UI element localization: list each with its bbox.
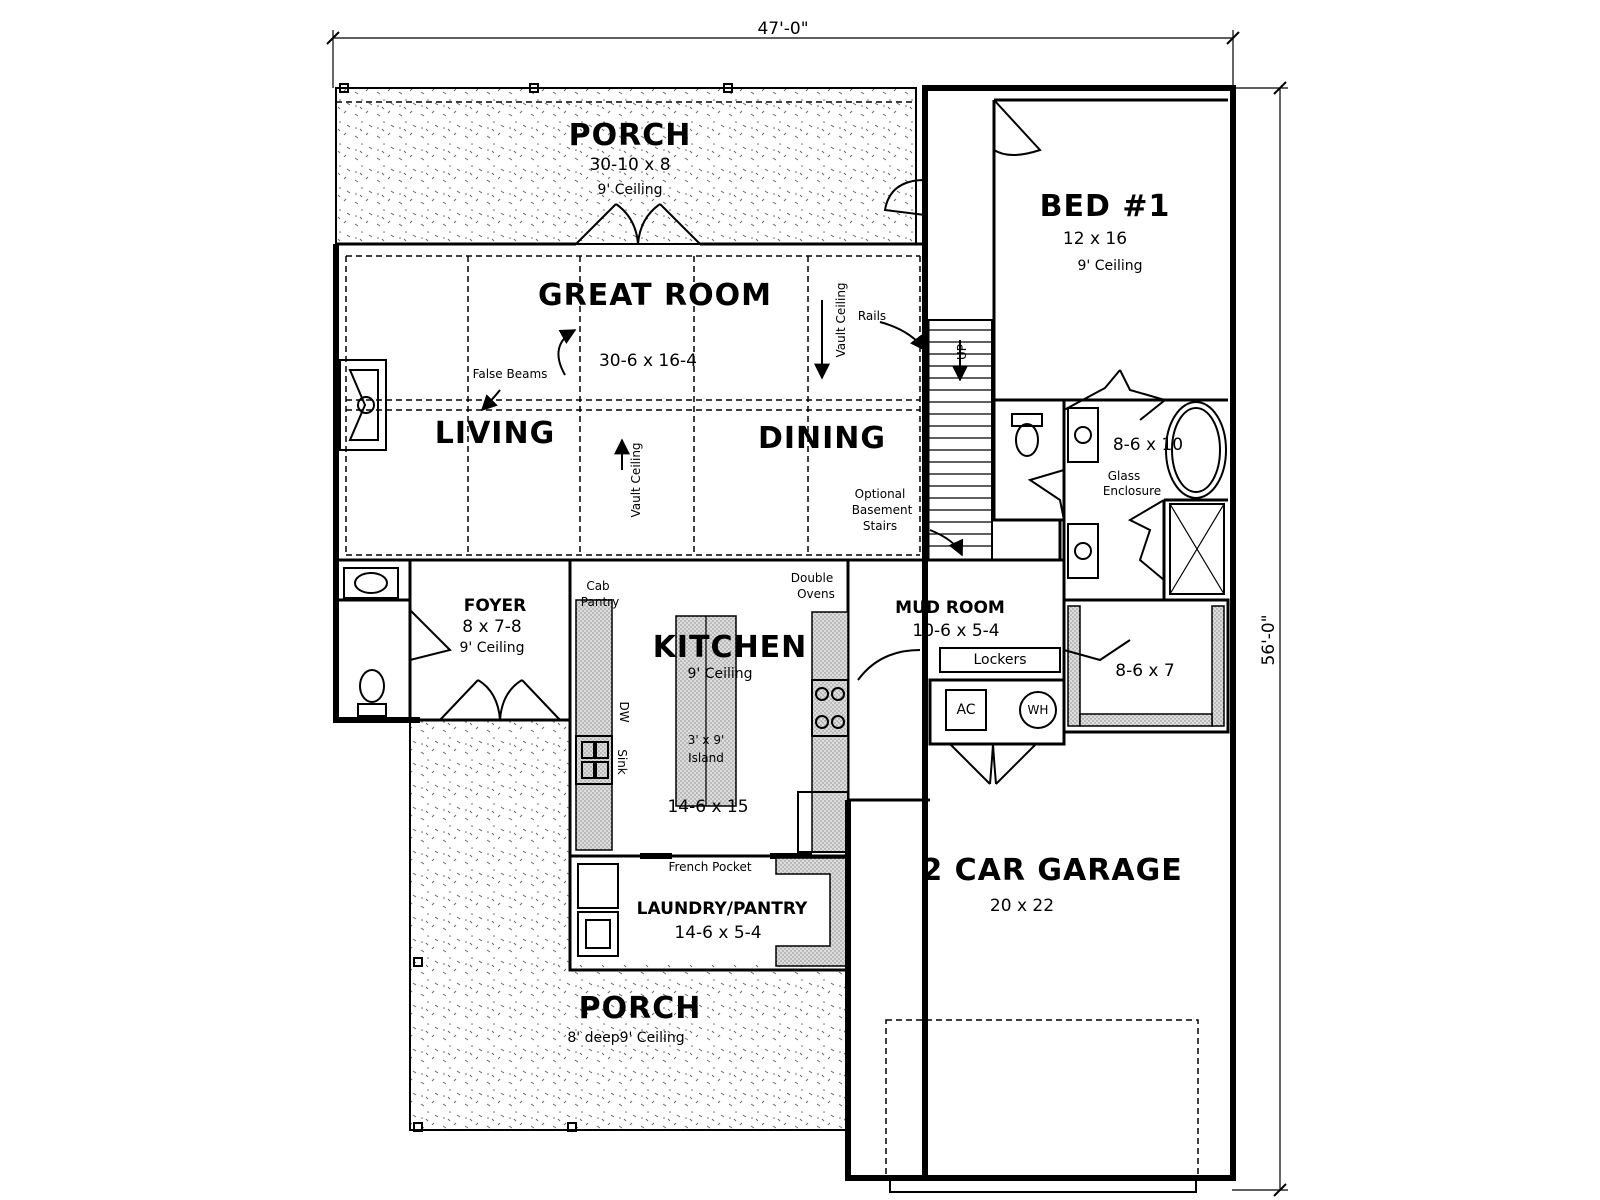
mud-room-size: 10-6 x 5-4 — [912, 621, 999, 641]
garage — [845, 744, 1235, 1193]
room-labels: PORCH 30-10 x 8 9' Ceiling GREAT ROOM 30… — [435, 118, 1183, 1046]
rear-porch — [409, 718, 848, 1132]
porch-rear-note: 8' deep9' Ceiling — [567, 1030, 684, 1046]
closet-size: 8-6 x 7 — [1115, 661, 1174, 681]
stairs-label: Stairs — [863, 519, 897, 533]
great-room-walls — [333, 100, 928, 566]
rails-label: Rails — [858, 309, 886, 323]
annotation-labels: False Beams Vault Ceiling Vault Ceiling … — [473, 282, 1162, 874]
dimension-width: 47'-0" — [326, 19, 1240, 88]
porch-front-name: PORCH — [569, 118, 692, 153]
foyer-walls — [333, 560, 572, 723]
great-room-name: GREAT ROOM — [538, 278, 772, 313]
enclosure-label: Enclosure — [1103, 484, 1161, 498]
basement-label: Basement — [852, 503, 913, 517]
closet — [1062, 598, 1230, 734]
bed1-size: 12 x 16 — [1063, 229, 1127, 249]
porch-rear-name: PORCH — [579, 991, 702, 1026]
kitchen-walls — [568, 560, 850, 972]
bed1-ceiling: 9' Ceiling — [1077, 258, 1142, 274]
dishwasher-label: DW — [617, 701, 631, 722]
false-beams-grid — [345, 255, 921, 556]
wh-label: WH — [1028, 703, 1049, 717]
front-porch — [335, 83, 917, 245]
sink-label: Sink — [615, 749, 629, 775]
ovens-label: Ovens — [797, 587, 835, 601]
garage-name: 2 CAR GARAGE — [921, 853, 1182, 888]
garage-size: 20 x 22 — [990, 896, 1054, 916]
kitchen-name: KITCHEN — [653, 630, 808, 665]
dimension-depth-label: 56'-0" — [1259, 614, 1279, 665]
dimension-width-label: 47'-0" — [757, 19, 808, 39]
laundry-size: 14-6 x 5-4 — [674, 923, 761, 943]
porch-front-size: 30-10 x 8 — [589, 155, 670, 175]
optional-label: Optional — [855, 487, 906, 501]
foyer-name: FOYER — [464, 596, 526, 616]
great-room-size: 30-6 x 16-4 — [599, 351, 697, 371]
fireplace — [339, 359, 387, 451]
cab-label: Cab — [586, 579, 609, 593]
stairs-up-label: UP — [955, 344, 969, 360]
lockers-label: Lockers — [973, 652, 1026, 668]
mud-room-name: MUD ROOM — [895, 598, 1005, 618]
ac-label: AC — [956, 702, 975, 718]
vault-ceiling-label-2: Vault Ceiling — [629, 442, 643, 517]
dimension-depth: 56'-0" — [1232, 81, 1288, 1197]
french-pocket-label: French Pocket — [668, 860, 751, 874]
living-name: LIVING — [435, 416, 555, 451]
kitchen-size: 14-6 x 15 — [667, 797, 748, 817]
dining-name: DINING — [758, 421, 886, 456]
false-beams-label: False Beams — [473, 367, 548, 381]
annotation-arrows — [480, 300, 964, 557]
double-label: Double — [791, 571, 834, 585]
vault-ceiling-label-1: Vault Ceiling — [834, 282, 848, 357]
bed1-name: BED #1 — [1040, 189, 1171, 224]
island-label: Island — [688, 751, 724, 765]
glass-label: Glass — [1108, 469, 1141, 483]
bath-size: 8-6 x 10 — [1113, 435, 1183, 455]
kitchen-ceiling: 9' Ceiling — [687, 666, 752, 682]
front-door — [575, 203, 701, 245]
porch-front-ceiling: 9' Ceiling — [597, 182, 662, 198]
foyer-size: 8 x 7-8 — [462, 617, 521, 637]
island-size-label: 3' x 9' — [688, 733, 725, 747]
pantry-label: Pantry — [581, 595, 619, 609]
laundry-name: LAUNDRY/PANTRY — [637, 899, 808, 919]
mud-room — [857, 518, 1066, 785]
foyer-ceiling: 9' Ceiling — [459, 640, 524, 656]
